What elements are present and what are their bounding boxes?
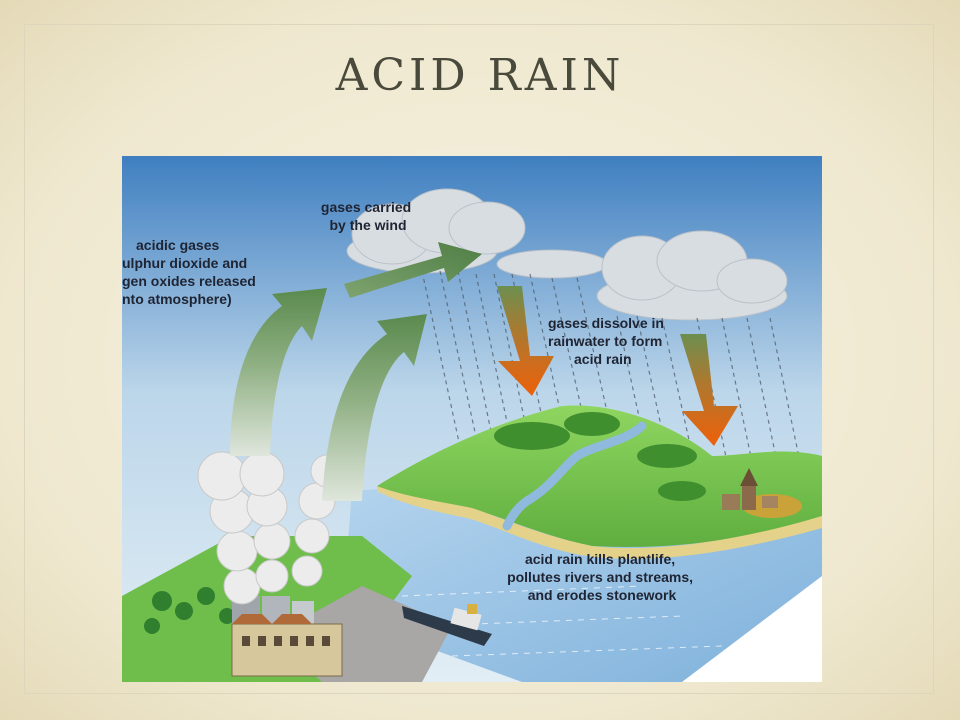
factory — [231, 596, 343, 677]
slide-title: ACID RAIN — [335, 50, 625, 101]
cloud-right — [596, 230, 788, 321]
label-carried-by-wind: gases carried by the wind — [321, 199, 415, 233]
label-gases-released: acidic gases ulphur dioxide and gen oxid… — [122, 237, 260, 307]
acid-rain-arrow-left — [497, 286, 554, 396]
acid-rain-diagram: acidic gases ulphur dioxide and gen oxid… — [122, 156, 822, 682]
hill-river — [502, 421, 647, 531]
bottom-right-white — [682, 576, 822, 682]
rising-gas-arrow-left — [230, 288, 327, 456]
label-dissolve-rainwater: gases dissolve in rainwater to form acid… — [548, 315, 668, 367]
acid-rain-arrow-right — [680, 334, 738, 446]
rising-gas-arrow-right — [322, 314, 427, 501]
green-hills — [377, 405, 822, 547]
water-ripples — [401, 585, 723, 657]
slide-frame — [24, 24, 934, 694]
cloud-left — [346, 188, 608, 279]
village-church — [722, 468, 778, 510]
trees — [144, 587, 235, 634]
label-effects: acid rain kills plantlife, pollutes rive… — [507, 551, 697, 603]
wind-arrow — [344, 242, 482, 298]
ship — [402, 604, 492, 646]
